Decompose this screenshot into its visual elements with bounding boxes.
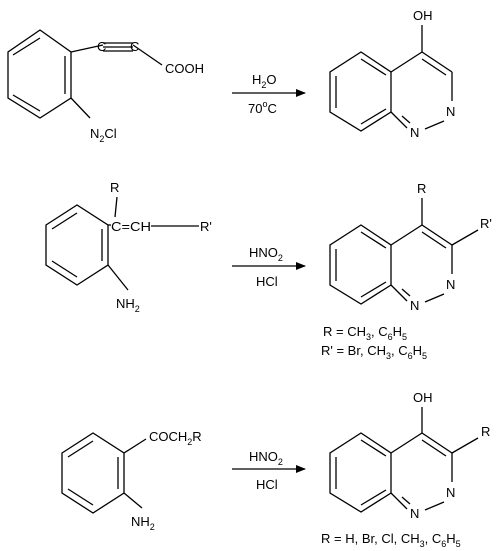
r-label: R	[417, 181, 426, 196]
amine-group: NH2	[116, 296, 140, 314]
ring-nitrogen: N	[446, 485, 455, 500]
r-prime-definition: R' = Br, CH3, C6H5	[321, 343, 427, 361]
reaction-1: C C COOH N2Cl H2O 70oC	[7, 8, 455, 144]
triple-bond	[70, 42, 163, 66]
ring-nitrogen: N	[410, 506, 419, 521]
reaction-2-product: R R' N N	[329, 181, 492, 313]
r-label: R	[110, 180, 119, 195]
ring-nitrogen: N	[446, 277, 455, 292]
carbon-label: C	[130, 39, 139, 54]
benzene-ring	[7, 29, 72, 119]
reaction-1-product: OH N N	[329, 8, 455, 140]
reaction-3-notes: R = H, Br, Cl, CH3, C6H5	[321, 531, 461, 549]
benzene-ring	[61, 432, 147, 514]
reaction-1-reactant: C C COOH N2Cl	[7, 29, 204, 144]
reaction-3-product: OH R N N	[329, 390, 490, 521]
amine-group: NH2	[131, 514, 155, 532]
condition-above: H2O	[252, 72, 277, 90]
hydroxyl-group: OH	[413, 390, 433, 405]
r-definition: R = H, Br, Cl, CH3, C6H5	[321, 531, 461, 549]
r-label: R	[481, 424, 490, 439]
reaction-2: R C=CH R' NH2 HNO2 HCl	[45, 180, 492, 361]
r-prime-label: R'	[200, 219, 212, 234]
r-prime-label: R'	[480, 216, 492, 231]
acyl-group: COCH2R	[149, 429, 202, 447]
benzene-ring	[45, 196, 199, 291]
ring-nitrogen: N	[410, 298, 419, 313]
diazonium-group: N2Cl	[90, 126, 117, 144]
carbon-label: C	[97, 39, 106, 54]
reaction-1-arrow: H2O 70oC	[232, 72, 306, 116]
condition-above: HNO2	[249, 245, 283, 263]
reaction-2-reactant: R C=CH R' NH2	[45, 180, 212, 314]
hydroxyl-group: OH	[413, 8, 433, 23]
cinnoline-ring	[329, 407, 479, 513]
r-definition: R = CH3, C6H5	[323, 324, 407, 342]
reaction-3: COCH2R NH2 HNO2 HCl	[61, 390, 490, 549]
reaction-2-arrow: HNO2 HCl	[232, 245, 306, 289]
vinyl-group: C=CH	[111, 219, 151, 234]
condition-below: 70oC	[248, 99, 277, 116]
reaction-2-notes: R = CH3, C6H5 R' = Br, CH3, C6H5	[321, 324, 427, 361]
bond	[70, 97, 91, 119]
reaction-3-arrow: HNO2 HCl	[232, 449, 306, 492]
cinnoline-ring	[329, 198, 479, 305]
condition-above: HNO2	[249, 449, 283, 467]
ring-nitrogen: N	[446, 104, 455, 119]
condition-below: HCl	[256, 477, 278, 492]
condition-below: HCl	[256, 274, 278, 289]
cinnoline-ring	[329, 25, 453, 132]
carboxyl-group: COOH	[165, 61, 204, 76]
ring-nitrogen: N	[410, 125, 419, 140]
reaction-3-reactant: COCH2R NH2	[61, 429, 202, 532]
